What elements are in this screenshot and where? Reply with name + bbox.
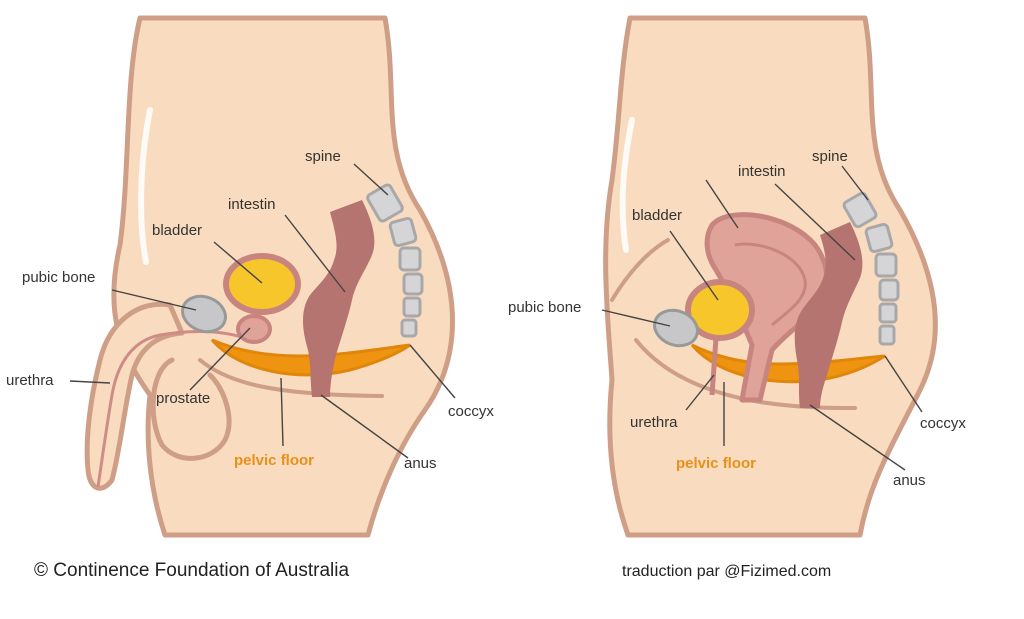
male-label-pubic-bone: pubic bone: [22, 269, 96, 286]
female-label-spine: spine: [812, 148, 848, 165]
female-uterus: [704, 212, 830, 403]
female-leader-lines: [601, 165, 923, 471]
male-label-intestin: intestin: [228, 196, 276, 213]
male-bladder: [223, 253, 301, 315]
female-label-anus: anus: [893, 472, 926, 489]
female-label-urethra: urethra: [630, 414, 678, 431]
male-figure: [69, 15, 456, 538]
female-label-pubic-bone: pubic bone: [508, 299, 582, 316]
female-intestine: [794, 222, 863, 408]
male-penis: [84, 301, 185, 491]
female-label-coccyx: coccyx: [920, 415, 966, 432]
male-label-prostate: prostate: [156, 390, 211, 407]
male-intestine: [303, 200, 375, 397]
translation-credit: traduction par @Fizimed.com: [622, 563, 832, 580]
male-prostate: [236, 314, 272, 344]
copyright-notice: © Continence Foundation of Australia: [34, 560, 350, 581]
male-label-pelvic-floor: pelvic floor: [234, 452, 315, 469]
female-label-bladder: bladder: [632, 207, 683, 224]
female-pubic-bone: [653, 308, 699, 348]
female-figure: [601, 15, 938, 538]
female-urethra: [709, 337, 719, 396]
female-body-highlight: [619, 117, 635, 253]
male-label-coccyx: coccyx: [448, 403, 494, 420]
female-spine: [842, 191, 900, 346]
male-scrotum: [150, 357, 232, 461]
female-label-intestin: intestin: [738, 163, 786, 180]
male-label-urethra: urethra: [6, 372, 54, 389]
female-groin-line: [610, 238, 670, 302]
male-label-spine: spine: [305, 148, 341, 165]
male-label-anus: anus: [404, 455, 437, 472]
female-label-pelvic-floor: pelvic floor: [676, 455, 757, 472]
male-label-bladder: bladder: [152, 222, 203, 239]
male-leader-lines: [69, 163, 456, 459]
female-uterus-inner: [734, 242, 807, 327]
male-body-highlight: [138, 107, 153, 265]
male-spine: [366, 183, 424, 338]
female-bladder: [685, 279, 755, 341]
